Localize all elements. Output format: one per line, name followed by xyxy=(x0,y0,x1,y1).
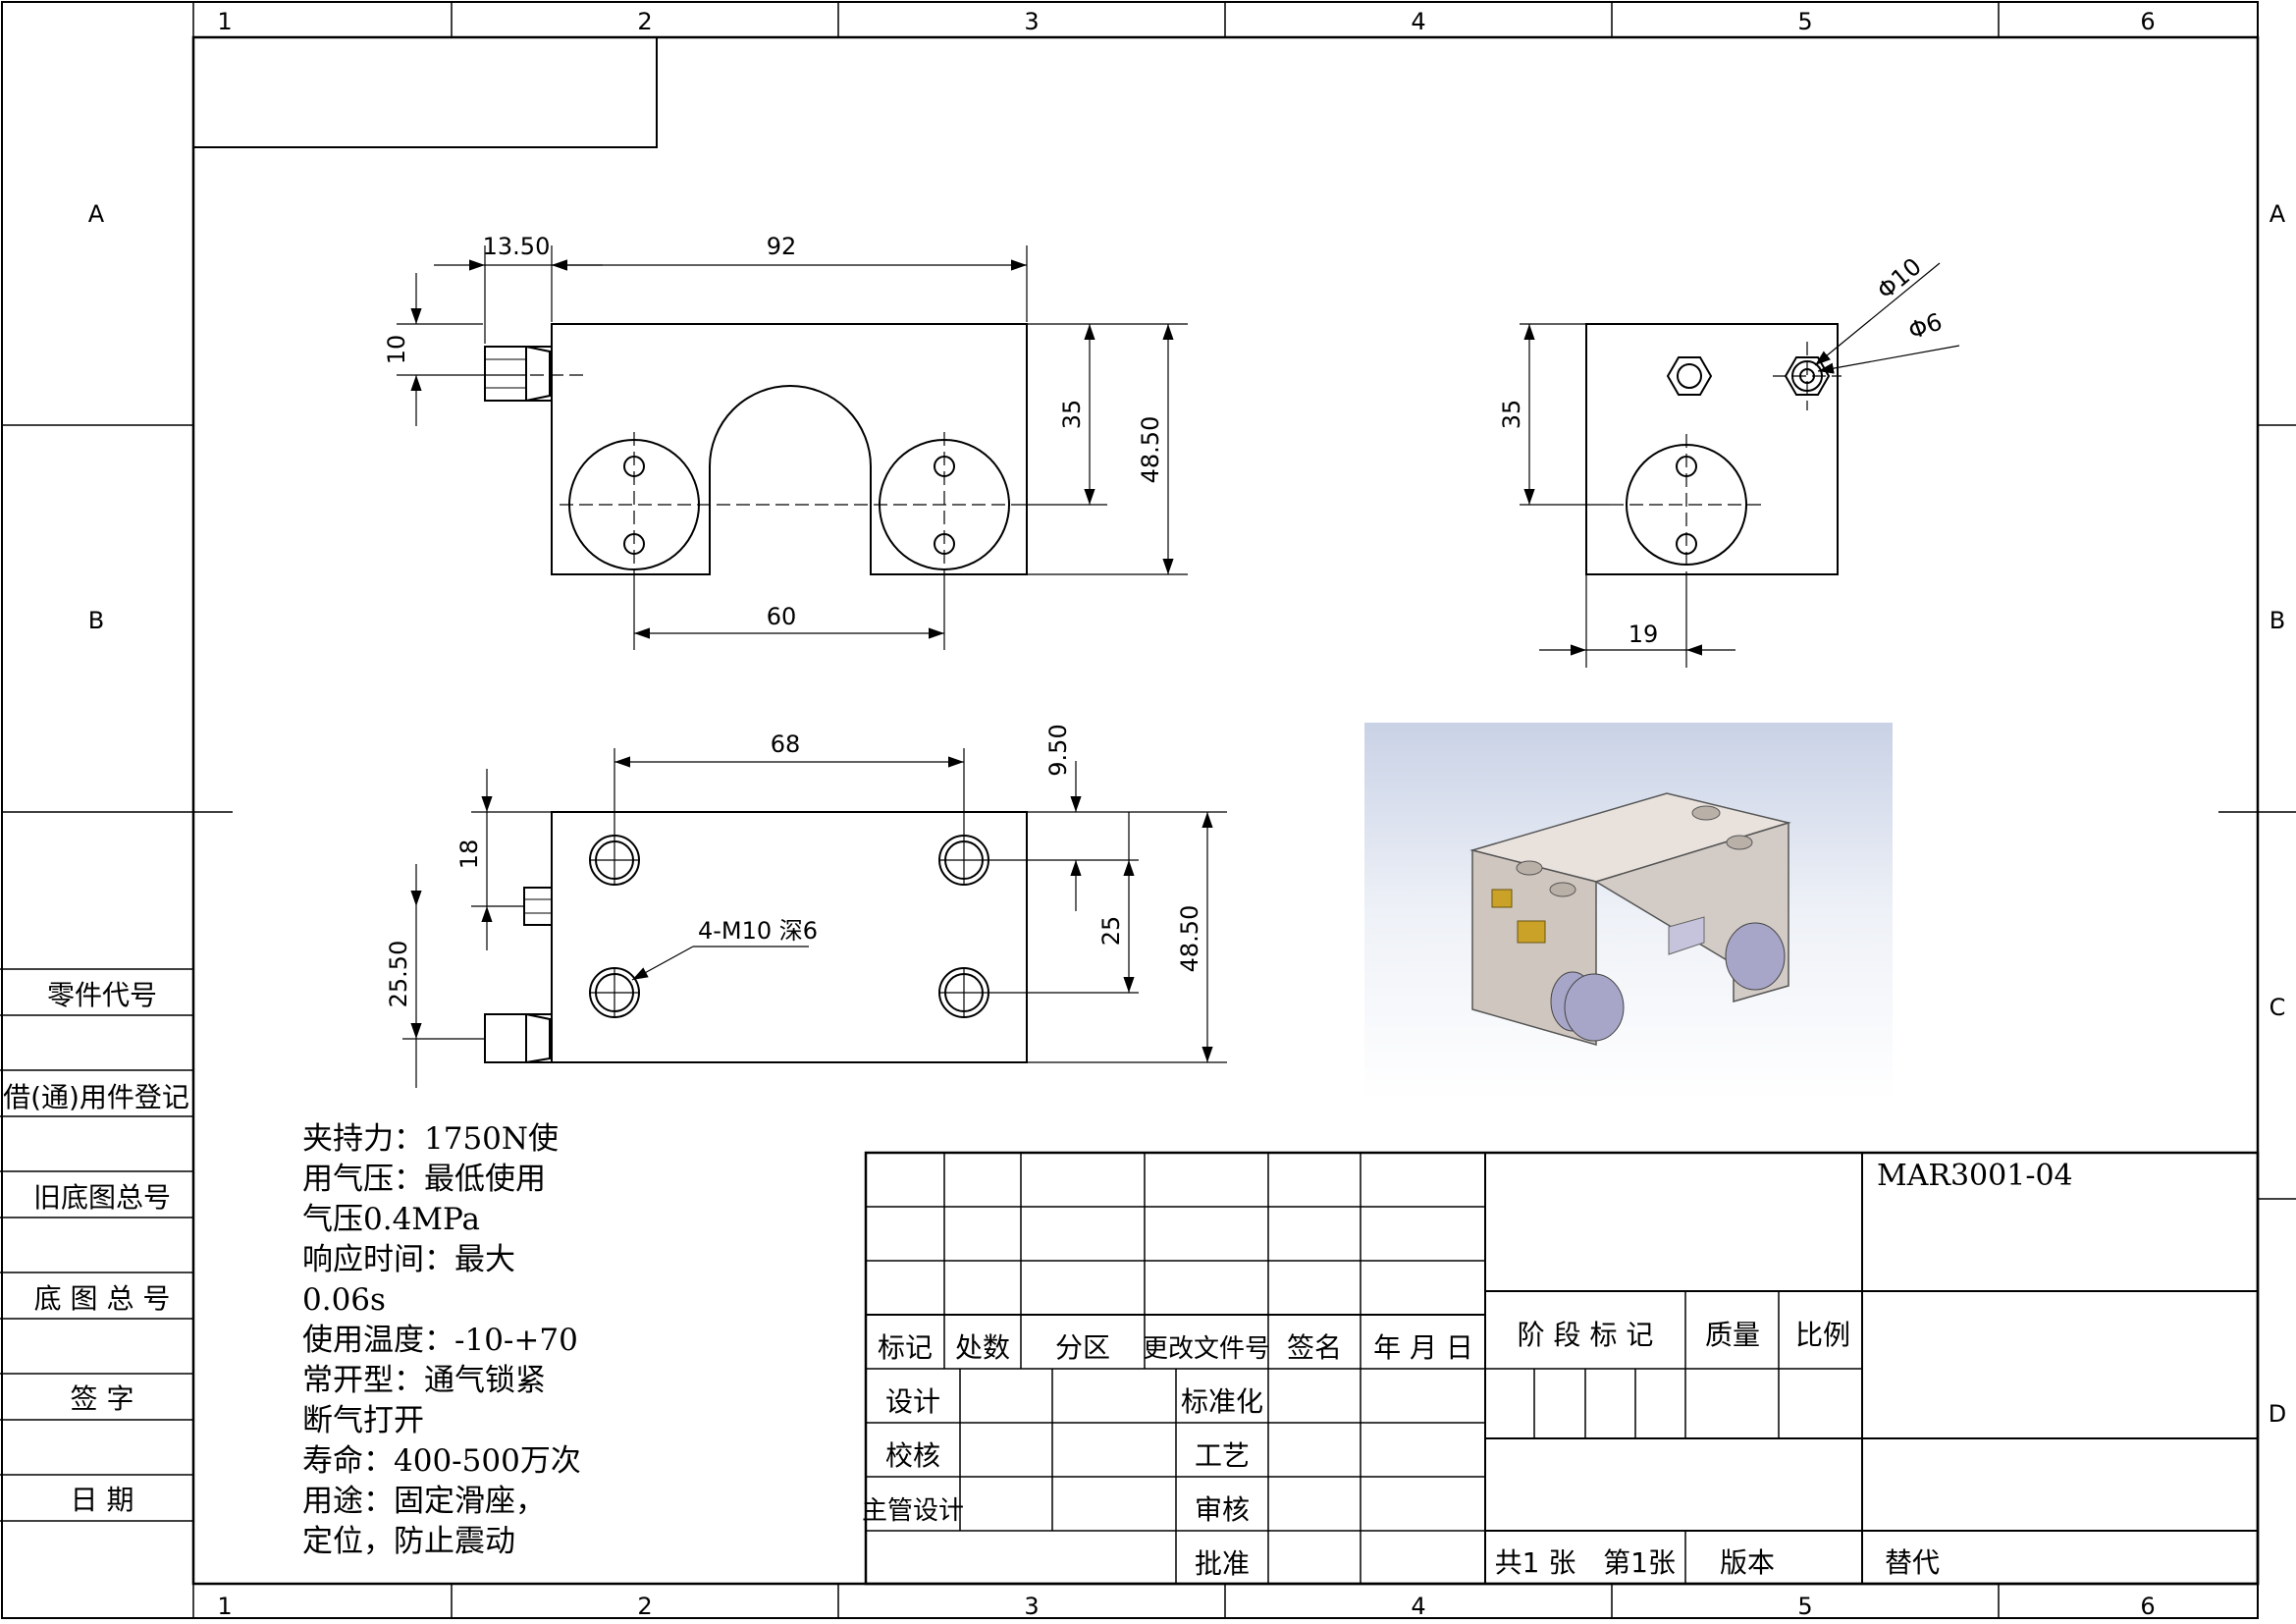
iso-render xyxy=(1364,723,1893,1102)
technical-notes: 夹持力：1750N使 用气压：最低使用 气压0.4MPa 响应时间：最大 0.0… xyxy=(302,1119,626,1562)
sheet-index: 第1张 xyxy=(1603,1546,1676,1579)
dim-92: 92 xyxy=(767,233,797,260)
dim-48-50: 48.50 xyxy=(1137,416,1164,484)
dim-19: 19 xyxy=(1629,621,1659,648)
title-block-text: 标记 处数 分区 更改文件号 签名 年 月 日 设计 校核 主管设计 标准化 工… xyxy=(862,1319,1940,1580)
dim-25: 25 xyxy=(1097,916,1125,947)
top-view-dimensions xyxy=(402,748,1227,1088)
zone-col-top: 6 xyxy=(2140,8,2155,35)
top-fitting-small xyxy=(523,887,553,926)
zone-col-bottom: 5 xyxy=(1797,1593,1812,1620)
side-view xyxy=(1585,323,1839,575)
dim-68: 68 xyxy=(771,731,801,758)
role-design: 设计 xyxy=(885,1385,940,1418)
mass-label: 质量 xyxy=(1705,1319,1760,1351)
zone-col-top: 4 xyxy=(1411,8,1425,35)
side-plug-hex xyxy=(1666,356,1713,396)
note-line: 夹持力：1750N使 xyxy=(302,1121,560,1157)
note-line: 用气压：最低使用 xyxy=(302,1162,546,1197)
rev-header-date: 年 月 日 xyxy=(1373,1331,1473,1364)
zone-row-left: A xyxy=(88,200,105,228)
front-view-centerlines xyxy=(530,374,1021,579)
rev-header-zone: 分区 xyxy=(1055,1331,1110,1364)
dim-60: 60 xyxy=(767,603,797,630)
note-line: 定位，防止震动 xyxy=(302,1524,515,1559)
zone-row-right: A xyxy=(2269,200,2286,228)
dim-35: 35 xyxy=(1058,400,1086,430)
hole-callout: 4-M10 深6 xyxy=(698,917,818,945)
side-view-dim-text: 35 19 Φ10 Φ6 xyxy=(1498,252,1946,648)
dim-10: 10 xyxy=(383,335,410,365)
zone-col-top: 1 xyxy=(217,8,232,35)
zone-col-bottom: 4 xyxy=(1411,1593,1425,1620)
dim-48-50-top: 48.50 xyxy=(1176,905,1203,973)
dim-9-50: 9.50 xyxy=(1044,724,1072,776)
scale-label: 比例 xyxy=(1795,1319,1850,1351)
version-label: 版本 xyxy=(1720,1546,1775,1579)
top-fitting xyxy=(484,1013,553,1063)
note-line: 气压0.4MPa xyxy=(302,1202,480,1237)
dim-25-50: 25.50 xyxy=(385,941,412,1008)
side-label-old-base-number: 旧底图总号 xyxy=(33,1181,171,1214)
front-fitting xyxy=(484,346,553,402)
side-fitting-hex xyxy=(1784,356,1831,396)
dim-dia-6: Φ6 xyxy=(1904,307,1946,345)
rev-header-doc: 更改文件号 xyxy=(1143,1334,1270,1364)
zone-col-top: 2 xyxy=(637,8,652,35)
side-label-borrowed-register: 借(通)用件登记 xyxy=(3,1081,189,1113)
side-view-centerlines xyxy=(1610,342,1842,579)
role-chief-design: 主管设计 xyxy=(862,1496,964,1526)
title-block-grid xyxy=(864,1151,2260,1586)
zone-col-bottom: 2 xyxy=(637,1593,652,1620)
role-review: 审核 xyxy=(1195,1493,1250,1526)
note-line: 断气打开 xyxy=(302,1403,424,1438)
top-view-crosshairs xyxy=(591,837,988,1016)
dim-dia-10: Φ10 xyxy=(1872,252,1927,304)
note-line: 0.06s xyxy=(302,1282,386,1318)
note-line: 常开型：通气锁紧 xyxy=(302,1363,546,1398)
zone-row-right: B xyxy=(2269,607,2285,634)
stage-mark: 阶 段 标 记 xyxy=(1518,1319,1654,1351)
zone-row-right: D xyxy=(2269,1400,2286,1428)
dim-18: 18 xyxy=(455,839,483,870)
front-view xyxy=(484,323,1028,575)
replaces-label: 替代 xyxy=(1885,1546,1940,1579)
side-register-labels: 零件代号 借(通)用件登记 旧底图总号 底 图 总 号 签 字 日 期 xyxy=(3,979,189,1516)
note-line: 用途：固定滑座， xyxy=(302,1484,546,1519)
role-approve: 批准 xyxy=(1195,1547,1250,1580)
front-view-dimensions xyxy=(397,245,1188,650)
zone-col-top: 3 xyxy=(1024,8,1039,35)
note-line: 响应时间：最大 xyxy=(302,1242,515,1277)
side-label-base-number: 底 图 总 号 xyxy=(34,1282,171,1315)
side-label-part-code: 零件代号 xyxy=(47,979,157,1011)
drawing-number: MAR3001-04 xyxy=(1877,1159,2073,1193)
zone-labels: 1 2 3 4 5 6 1 2 3 4 5 6 A B A B C D xyxy=(88,8,2286,1620)
zone-col-top: 5 xyxy=(1797,8,1812,35)
rev-header-count: 处数 xyxy=(955,1331,1010,1364)
dim-13-50: 13.50 xyxy=(483,233,551,260)
sheets-total: 共1 张 xyxy=(1495,1546,1576,1579)
side-label-signature: 签 字 xyxy=(71,1382,134,1415)
note-line: 寿命：400-500万次 xyxy=(302,1443,581,1479)
zone-col-bottom: 6 xyxy=(2140,1593,2155,1620)
top-view-dim-text: 68 9.50 18 25.50 25 48.50 4-M10 深6 xyxy=(385,724,1203,1007)
zone-col-bottom: 1 xyxy=(217,1593,232,1620)
side-view-dimensions xyxy=(1520,262,1960,668)
dim-35-side: 35 xyxy=(1498,400,1525,430)
zone-row-left: B xyxy=(88,607,104,634)
role-standardize: 标准化 xyxy=(1181,1385,1263,1418)
rev-header-mark: 标记 xyxy=(878,1331,933,1364)
zone-col-bottom: 3 xyxy=(1024,1593,1039,1620)
role-check: 校核 xyxy=(885,1439,940,1472)
note-line: 使用温度：-10-+70 xyxy=(302,1323,578,1358)
role-process: 工艺 xyxy=(1195,1439,1250,1472)
side-register-table xyxy=(0,968,193,1522)
front-view-dim-text: 13.50 92 10 35 48.50 60 xyxy=(383,233,1164,630)
side-label-date: 日 期 xyxy=(71,1484,134,1516)
rev-header-sign: 签名 xyxy=(1287,1331,1342,1364)
zone-row-right: C xyxy=(2269,994,2286,1021)
